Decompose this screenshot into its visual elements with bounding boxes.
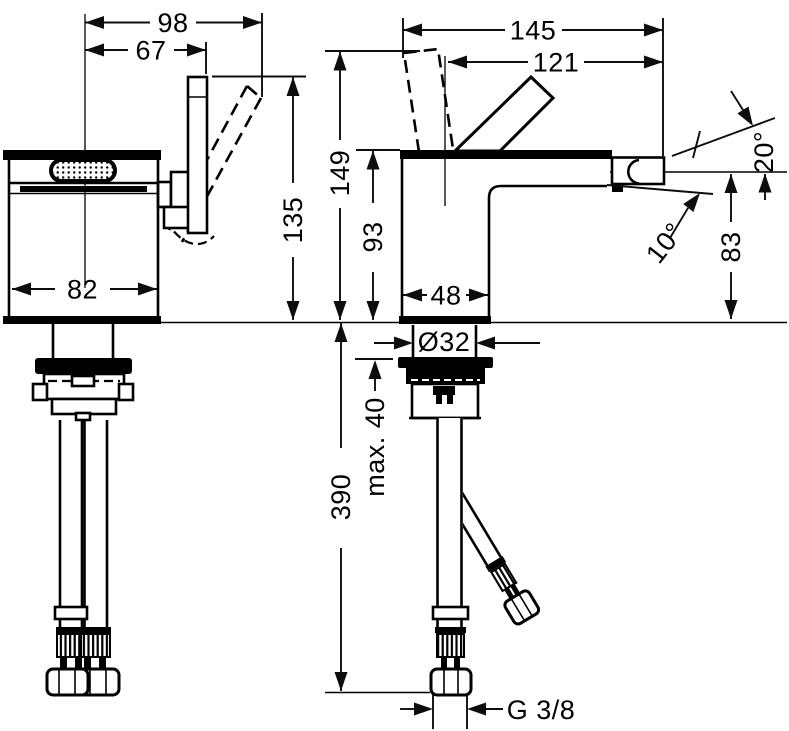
dimension-48: 48 (403, 281, 488, 311)
side-deck-top (400, 150, 612, 159)
dimension-angle-20: 20° (671, 90, 779, 200)
dimension-label-390: 390 (326, 474, 356, 521)
dimension-label-angle-10: 10° (640, 217, 690, 269)
front-aerator (49, 158, 117, 183)
side-hose-nut (429, 667, 473, 697)
front-slot (20, 186, 147, 192)
dimension-label-93: 93 (358, 221, 388, 252)
dimension-angle-10: 10° (606, 184, 714, 269)
dimension-label-angle-20: 20° (749, 131, 779, 173)
front-handle-lever (186, 75, 209, 235)
dimension-label-48: 48 (430, 281, 461, 311)
dimension-label-145: 145 (510, 16, 557, 46)
dimension-145: 145 (402, 16, 664, 156)
side-flange (398, 357, 493, 368)
side-view (398, 47, 666, 697)
side-nut-clip (433, 386, 455, 395)
dimension-label-diameter-32: Ø32 (418, 327, 471, 357)
side-hose-mask (436, 418, 463, 607)
dimension-82: 82 (12, 275, 157, 305)
dimension-390: 390 (326, 323, 356, 691)
front-view (3, 14, 263, 697)
front-body-top (3, 150, 161, 160)
dimensions: 98 67 135 82 (12, 8, 779, 729)
dimension-label-max-40: max. 40 (360, 397, 390, 497)
front-hose-crimp-right (80, 633, 111, 658)
dimension-98: 98 (85, 8, 263, 97)
front-hose-nut-left (45, 667, 90, 697)
dimension-label-121: 121 (533, 48, 580, 78)
dimension-83: 83 (716, 174, 746, 319)
front-nut-clip (70, 374, 96, 388)
dimension-max-40: max. 40 (355, 358, 393, 497)
side-spout-tip (610, 156, 666, 186)
side-hose-crimp (436, 633, 465, 658)
front-handle-step (156, 180, 173, 209)
front-nut-tab-right (117, 382, 135, 402)
dimension-149: 149 (325, 50, 420, 320)
side-spout-outlet (612, 184, 623, 192)
dimension-g38: G 3/8 (400, 694, 575, 729)
front-hose-collar (53, 605, 89, 621)
dimension-label-67: 67 (135, 36, 166, 66)
dimension-label-83: 83 (716, 231, 746, 262)
dimension-label-g38: G 3/8 (507, 695, 576, 725)
side-body-spout-underside (487, 184, 607, 316)
front-nut-tab-bottom (74, 411, 92, 422)
side-hose-straight (429, 418, 473, 697)
dimension-135: 135 (212, 75, 308, 320)
front-body-bottom (3, 316, 161, 324)
dimension-label-82: 82 (67, 275, 98, 305)
front-nut-tab-left (31, 382, 49, 402)
dimension-93: 93 (356, 149, 400, 320)
dimension-121: 121 (448, 48, 663, 78)
dimension-diameter-32: Ø32 (374, 327, 540, 357)
dimension-67: 67 (85, 36, 207, 74)
dimension-label-98: 98 (157, 8, 188, 38)
side-hose-collar (431, 605, 470, 621)
front-flange (35, 358, 132, 374)
side-spout-curve (627, 158, 640, 185)
side-body-bottom (399, 316, 491, 324)
side-hose-diagonal (446, 491, 541, 626)
front-hoses (45, 420, 121, 697)
side-flange-lower (406, 368, 485, 384)
side-handle-lever (451, 74, 556, 153)
dimension-label-135: 135 (278, 197, 308, 244)
dimension-label-149: 149 (325, 150, 355, 197)
